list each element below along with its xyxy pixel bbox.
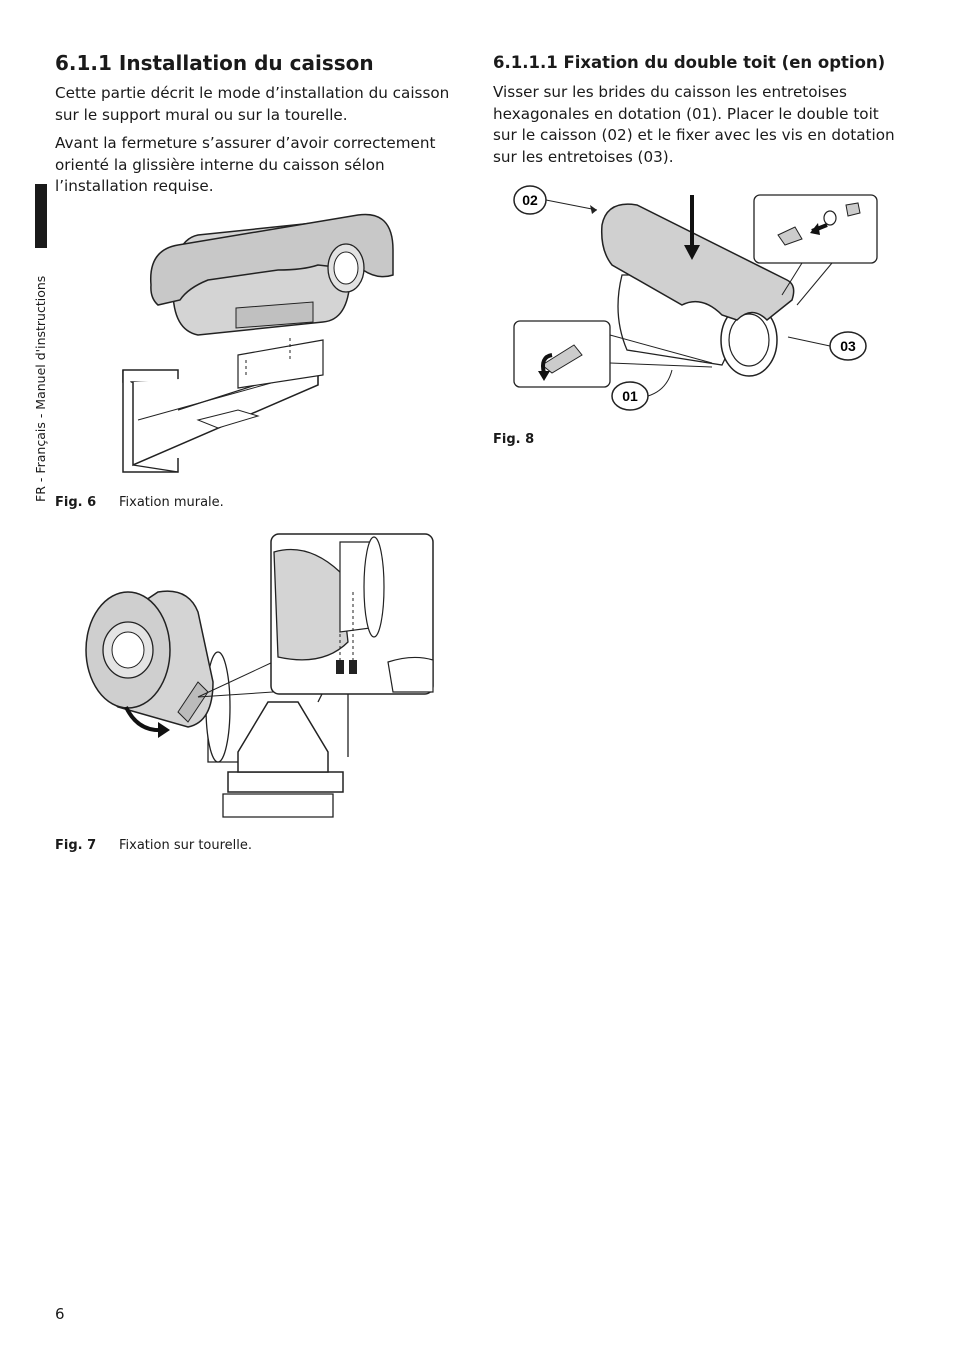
callout-02: 02 — [522, 192, 538, 208]
text-line: Avant la fermeture s’assurer d’avoir cor… — [55, 134, 436, 152]
side-tab-marker — [35, 184, 47, 248]
figure-caption-text: Fixation sur tourelle. — [119, 838, 253, 853]
text-line: sur les entretoises (03). — [493, 147, 674, 166]
figure-caption-text: Fixation murale. — [119, 495, 224, 510]
fig6-caption: Fig. 6 Fixation murale. — [55, 495, 224, 510]
page-number: 6 — [55, 1305, 65, 1323]
text-line: orienté la glissière interne du caisson … — [55, 155, 385, 174]
intro-paragraph: Cette partie décrit le mode d’installati… — [55, 83, 449, 126]
orientation-paragraph: Avant la fermeture s’assurer d’avoir cor… — [55, 133, 435, 198]
text-line: sur le caisson (02) et le fixer avec les… — [493, 126, 895, 144]
subsection-heading: 6.1.1.1 Fixation du double toit (en opti… — [493, 53, 886, 72]
fig8-caption: Fig. 8 — [493, 432, 557, 447]
fig6-wall-mount-illustration — [118, 210, 398, 480]
sunshield-paragraph: Visser sur les brides du caisson les ent… — [493, 82, 895, 168]
figure-number: Fig. 6 — [55, 495, 97, 510]
figure-number: Fig. 7 — [55, 838, 97, 853]
fig7-turret-illustration — [78, 532, 436, 824]
text-line: Visser sur les brides du caisson les ent… — [493, 83, 847, 101]
side-tab-label: FR - Français - Manuel d'instructions — [33, 275, 48, 502]
text-line: sur le support mural ou sur la tourelle. — [55, 105, 348, 124]
text-line: hexagonales en dotation (01). Placer le … — [493, 104, 879, 123]
fig7-caption: Fig. 7 Fixation sur tourelle. — [55, 838, 252, 853]
callout-03: 03 — [840, 338, 856, 354]
figure-number: Fig. 8 — [493, 432, 535, 447]
text-line: l’installation requise. — [55, 177, 214, 195]
fig8-sunshield-illustration: 02 03 01 — [512, 185, 880, 417]
callout-01: 01 — [622, 388, 638, 404]
section-heading: 6.1.1 Installation du caisson — [55, 51, 374, 75]
text-line: Cette partie décrit le mode d’installati… — [55, 84, 450, 102]
